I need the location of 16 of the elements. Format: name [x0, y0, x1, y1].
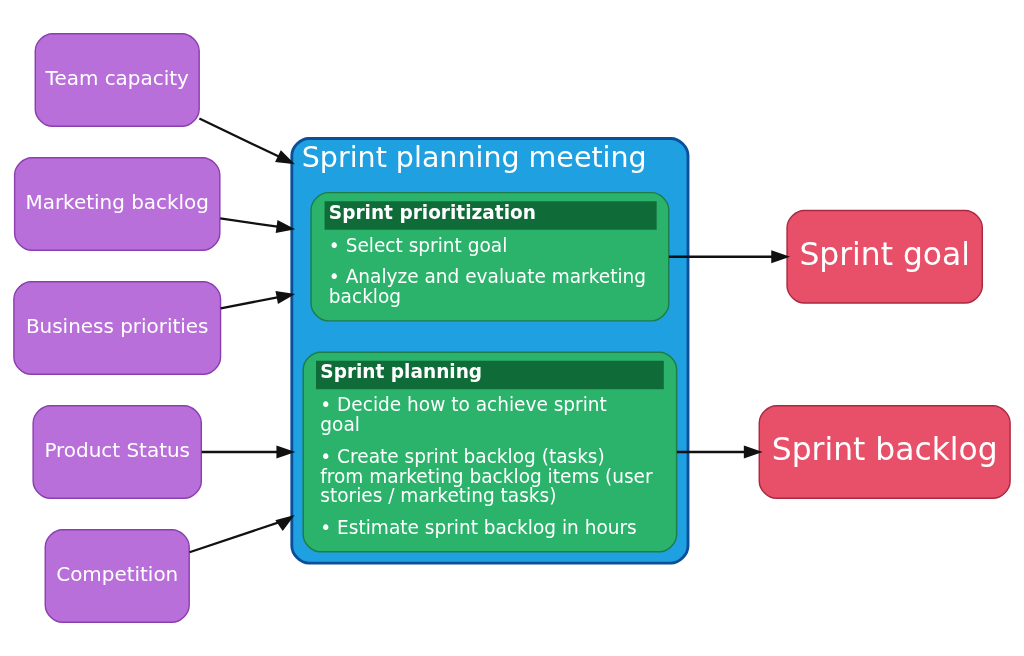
node-box: Business priorities: [13, 280, 222, 376]
node-box: Sprint prioritization • Select sprint goal • Analyze and evaluate marketing backlog: [310, 191, 670, 322]
node-box: Marketing backlog: [13, 156, 221, 252]
node-box: Product Status: [32, 404, 203, 500]
arrow: [201, 445, 296, 459]
node-box: Sprint goal: [786, 209, 984, 304]
arrow: [676, 445, 763, 459]
node-box: Sprint planning • Decide how to achieve sprint goal • Create sprint backlog (tasks) from marketing backlog items (user stories / marketing tasks) • Estimate sprint backlog in hours: [302, 351, 678, 553]
node-box: Sprint backlog: [758, 404, 1011, 500]
node-box: Team capacity: [34, 33, 200, 128]
node-box: Competition: [44, 528, 190, 623]
arrow: [220, 291, 296, 310]
arrow: [668, 250, 791, 264]
arrow: [198, 117, 295, 165]
arrow: [189, 515, 295, 554]
arrow: [220, 217, 296, 234]
